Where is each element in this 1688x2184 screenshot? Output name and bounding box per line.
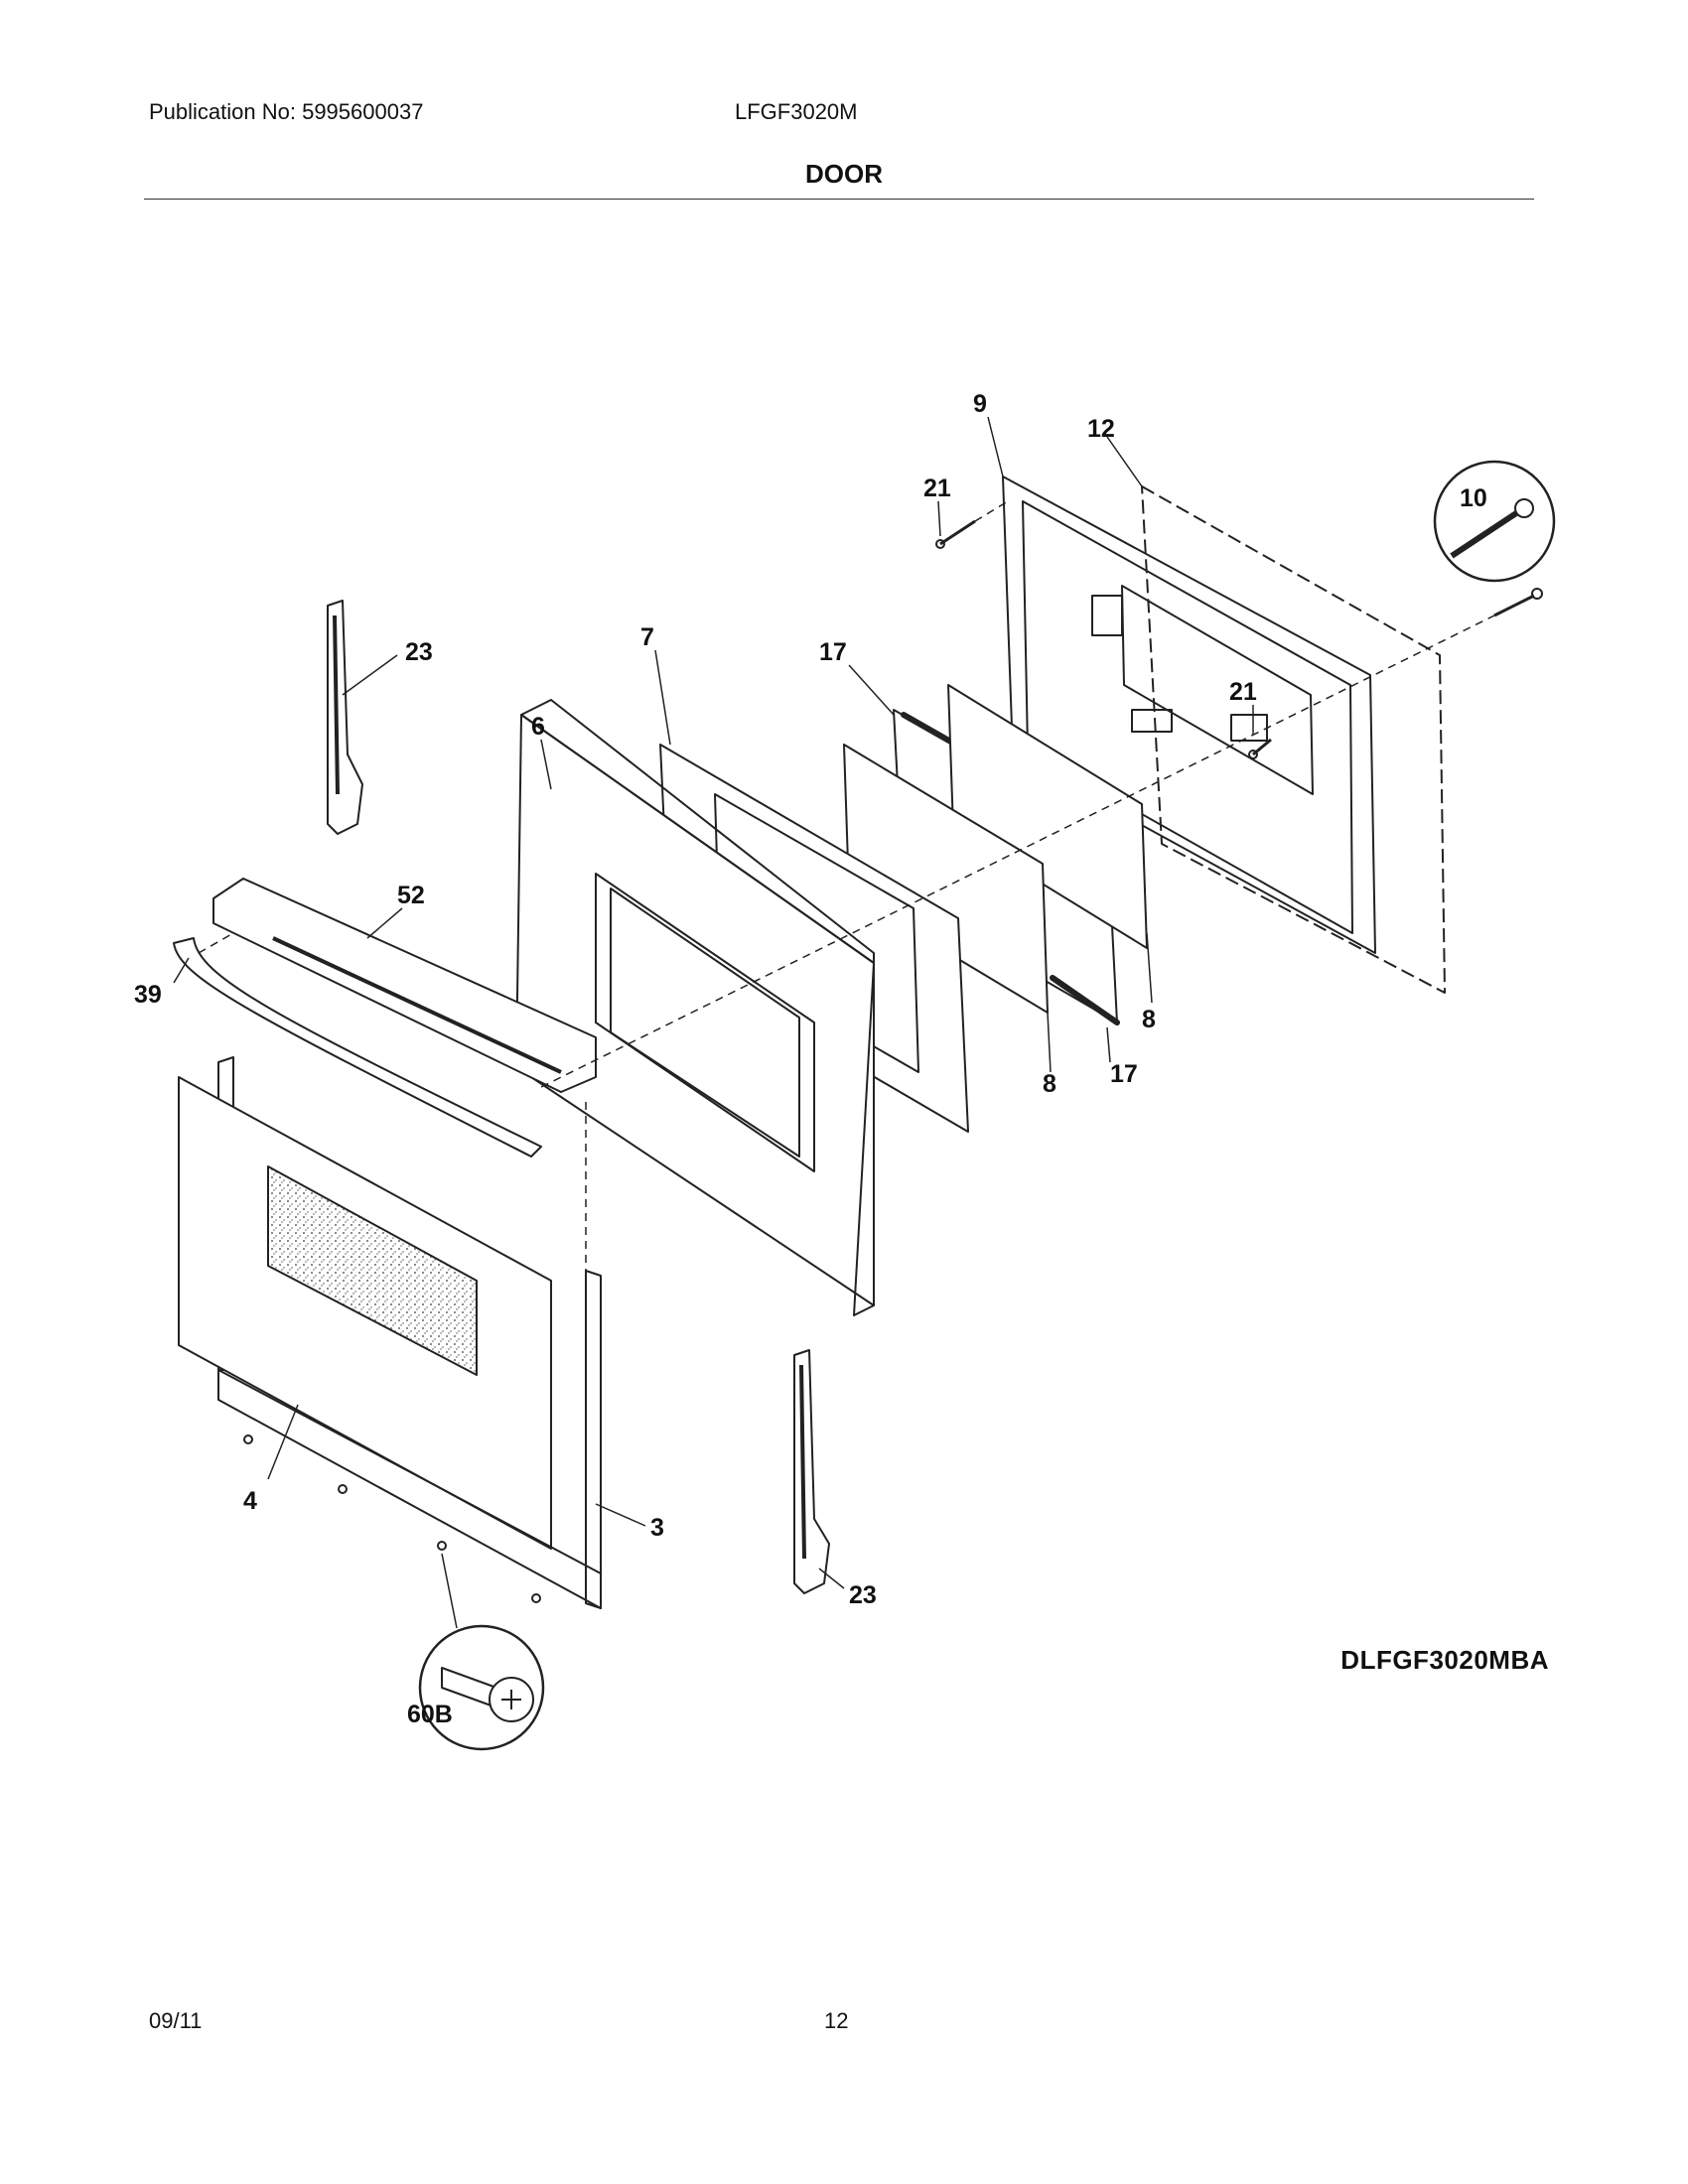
- door-trim-top: [212, 878, 597, 1093]
- callout-23-lower: 23: [849, 1581, 877, 1609]
- publication-number: Publication No: 5995600037: [149, 99, 424, 124]
- diagram-code: DLFGF3020MBA: [1340, 1645, 1549, 1675]
- callout-23-upper: 23: [405, 638, 433, 666]
- footer-date: 09/11: [149, 2008, 203, 2033]
- door-screw-upper: [935, 519, 976, 549]
- door-gasket: [1141, 485, 1446, 994]
- callout-3: 3: [650, 1514, 664, 1542]
- callout-8-left: 8: [1043, 1070, 1056, 1098]
- outer-door-glass: [267, 1165, 478, 1376]
- screw-detail-inset: [1433, 460, 1556, 583]
- door-handle: [173, 937, 542, 1158]
- callout-60b: 60B: [407, 1701, 453, 1728]
- glass-panel-rear: [947, 684, 1148, 949]
- outer-door-panel: [178, 1056, 602, 1609]
- door-hinge-upper: [327, 600, 363, 835]
- page-number: 12: [824, 2008, 849, 2033]
- door-hinge-lower: [793, 1349, 830, 1594]
- callout-21-top: 21: [923, 475, 951, 502]
- screw-60b-detail-inset: [418, 1624, 545, 1751]
- callout-10: 10: [1460, 484, 1487, 512]
- callout-12: 12: [1087, 415, 1115, 443]
- callout-7: 7: [640, 623, 654, 651]
- callout-9: 9: [973, 390, 987, 418]
- inner-door-liner: [1002, 476, 1376, 954]
- door-bottom-screws: [243, 1434, 541, 1603]
- page-title: DOOR: [805, 159, 883, 189]
- callout-17-top: 17: [819, 638, 847, 666]
- callout-4: 4: [243, 1487, 257, 1515]
- door-screw-lower: [1248, 738, 1272, 759]
- callout-17-bottom: 17: [1110, 1060, 1138, 1088]
- callout-6: 6: [531, 713, 545, 741]
- callout-52: 52: [397, 882, 425, 909]
- callout-39: 39: [134, 981, 162, 1009]
- header-divider: [144, 199, 1534, 200]
- callout-21-mid: 21: [1229, 678, 1257, 706]
- door-screw-right: [1493, 588, 1543, 617]
- callout-8-right: 8: [1142, 1006, 1156, 1033]
- model-number: LFGF3020M: [735, 99, 858, 124]
